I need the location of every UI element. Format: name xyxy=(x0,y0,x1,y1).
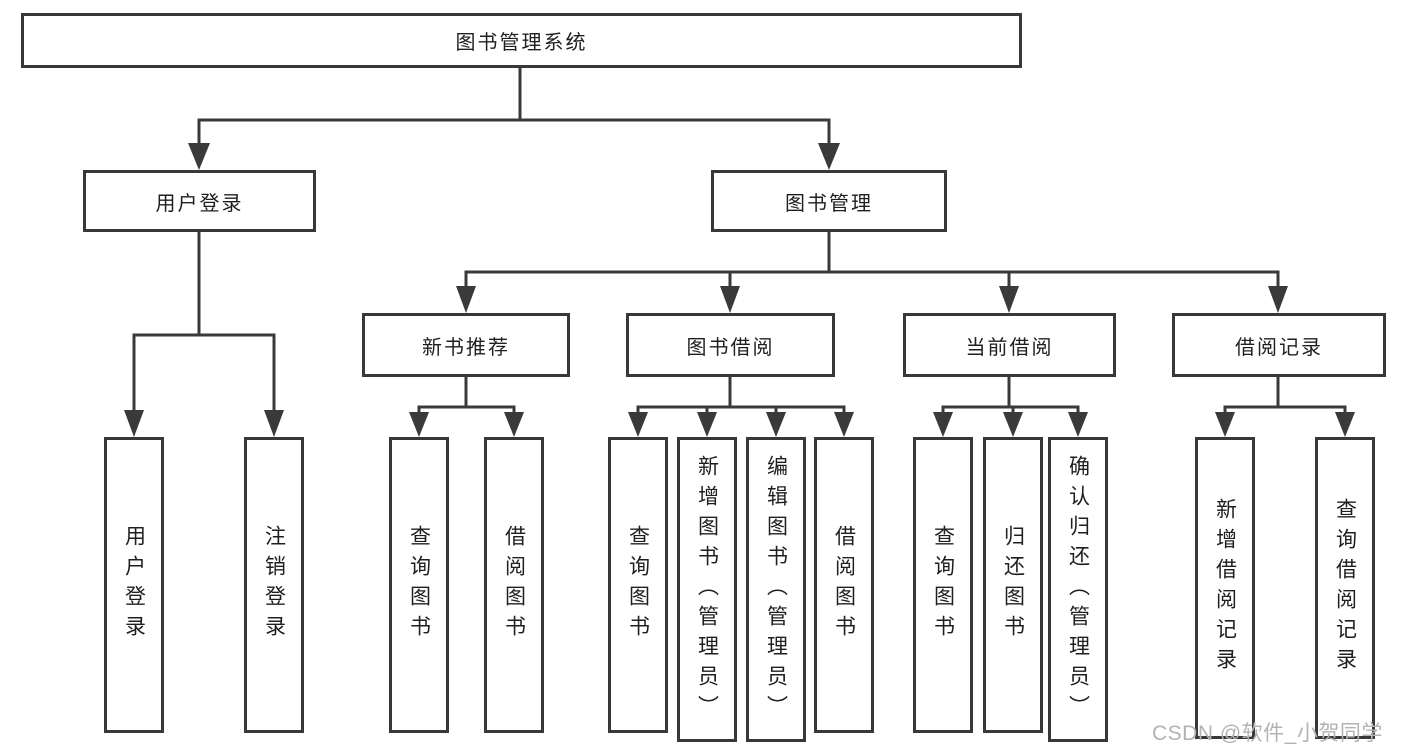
leaf-logout: 注销登录 xyxy=(244,437,304,733)
arrowhead-bb-borrow xyxy=(834,412,854,437)
leaf-bb-query-books: 查询图书 xyxy=(608,437,668,733)
leaf-cb-return-books: 归还图书 xyxy=(983,437,1043,733)
arrowhead-rec-add xyxy=(1215,412,1235,437)
node-new-book-recommend: 新书推荐 xyxy=(362,313,570,377)
arrowhead-bb-query xyxy=(628,412,648,437)
leaf-bb-borrow-books-label: 借阅图书 xyxy=(832,525,856,645)
arrowhead-bb-add xyxy=(697,412,717,437)
leaf-rec-query-record-label: 查询借阅记录 xyxy=(1333,498,1357,678)
leaf-logout-label: 注销登录 xyxy=(262,525,286,645)
leaf-bb-edit-books-admin-label: 编辑图书（管理员） xyxy=(764,454,788,725)
arrowhead-login-leaf xyxy=(124,410,144,437)
leaf-user-login-label: 用户登录 xyxy=(122,525,146,645)
leaf-nb-borrow-books-label: 借阅图书 xyxy=(502,525,526,645)
node-user-login-group: 用户登录 xyxy=(83,170,316,232)
arrowhead-rec-query xyxy=(1335,412,1355,437)
leaf-bb-edit-books-admin: 编辑图书（管理员） xyxy=(746,437,806,742)
arrowhead-bb-edit xyxy=(766,412,786,437)
arrowhead-cb-return xyxy=(1003,412,1023,437)
leaf-rec-add-record: 新增借阅记录 xyxy=(1195,437,1255,739)
arrowhead-nb-query xyxy=(409,412,429,437)
leaf-rec-query-record: 查询借阅记录 xyxy=(1315,437,1375,739)
arrowhead-user-login xyxy=(188,143,210,170)
node-book-mgmt-group: 图书管理 xyxy=(711,170,947,232)
arrowhead-borrow xyxy=(720,286,740,313)
leaf-nb-query-books-label: 查询图书 xyxy=(407,525,431,645)
node-root-label: 图书管理系统 xyxy=(455,32,588,54)
arrowhead-nb-borrow xyxy=(504,412,524,437)
node-book-borrowing: 图书借阅 xyxy=(626,313,835,377)
leaf-bb-borrow-books: 借阅图书 xyxy=(814,437,874,733)
node-borrowing-records: 借阅记录 xyxy=(1172,313,1386,377)
leaf-nb-borrow-books: 借阅图书 xyxy=(484,437,544,733)
leaf-bb-query-books-label: 查询图书 xyxy=(626,525,650,645)
arrowhead-new-book xyxy=(456,286,476,313)
leaf-cb-confirm-return-admin: 确认归还（管理员） xyxy=(1048,437,1108,742)
arrowhead-logout-leaf xyxy=(264,410,284,437)
leaf-nb-query-books: 查询图书 xyxy=(389,437,449,733)
node-book-mgmt-group-label: 图书管理 xyxy=(785,192,873,215)
node-current-borrowing: 当前借阅 xyxy=(903,313,1116,377)
node-user-login-group-label: 用户登录 xyxy=(155,192,244,215)
node-book-borrowing-label: 图书借阅 xyxy=(686,336,775,359)
leaf-user-login: 用户登录 xyxy=(104,437,164,733)
leaf-cb-return-books-label: 归还图书 xyxy=(1001,525,1025,645)
arrowhead-book-mgmt xyxy=(818,143,840,170)
csdn-watermark: CSDN @软件_小贺同学 xyxy=(1152,722,1383,745)
leaf-rec-add-record-label: 新增借阅记录 xyxy=(1213,498,1237,678)
node-new-book-recommend-label: 新书推荐 xyxy=(422,336,510,359)
arrowhead-current xyxy=(999,286,1019,313)
node-borrowing-records-label: 借阅记录 xyxy=(1235,336,1323,359)
leaf-bb-add-books-admin-label: 新增图书（管理员） xyxy=(695,454,719,725)
arrowhead-cb-query xyxy=(933,412,953,437)
node-current-borrowing-label: 当前借阅 xyxy=(965,336,1054,359)
leaf-bb-add-books-admin: 新增图书（管理员） xyxy=(677,437,737,742)
arrowhead-records xyxy=(1268,286,1288,313)
arrowhead-cb-confirm xyxy=(1068,412,1088,437)
leaf-cb-query-books: 查询图书 xyxy=(913,437,973,733)
leaf-cb-confirm-return-admin-label: 确认归还（管理员） xyxy=(1066,454,1090,725)
leaf-cb-query-books-label: 查询图书 xyxy=(931,525,955,645)
node-root: 图书管理系统 xyxy=(21,13,1022,68)
